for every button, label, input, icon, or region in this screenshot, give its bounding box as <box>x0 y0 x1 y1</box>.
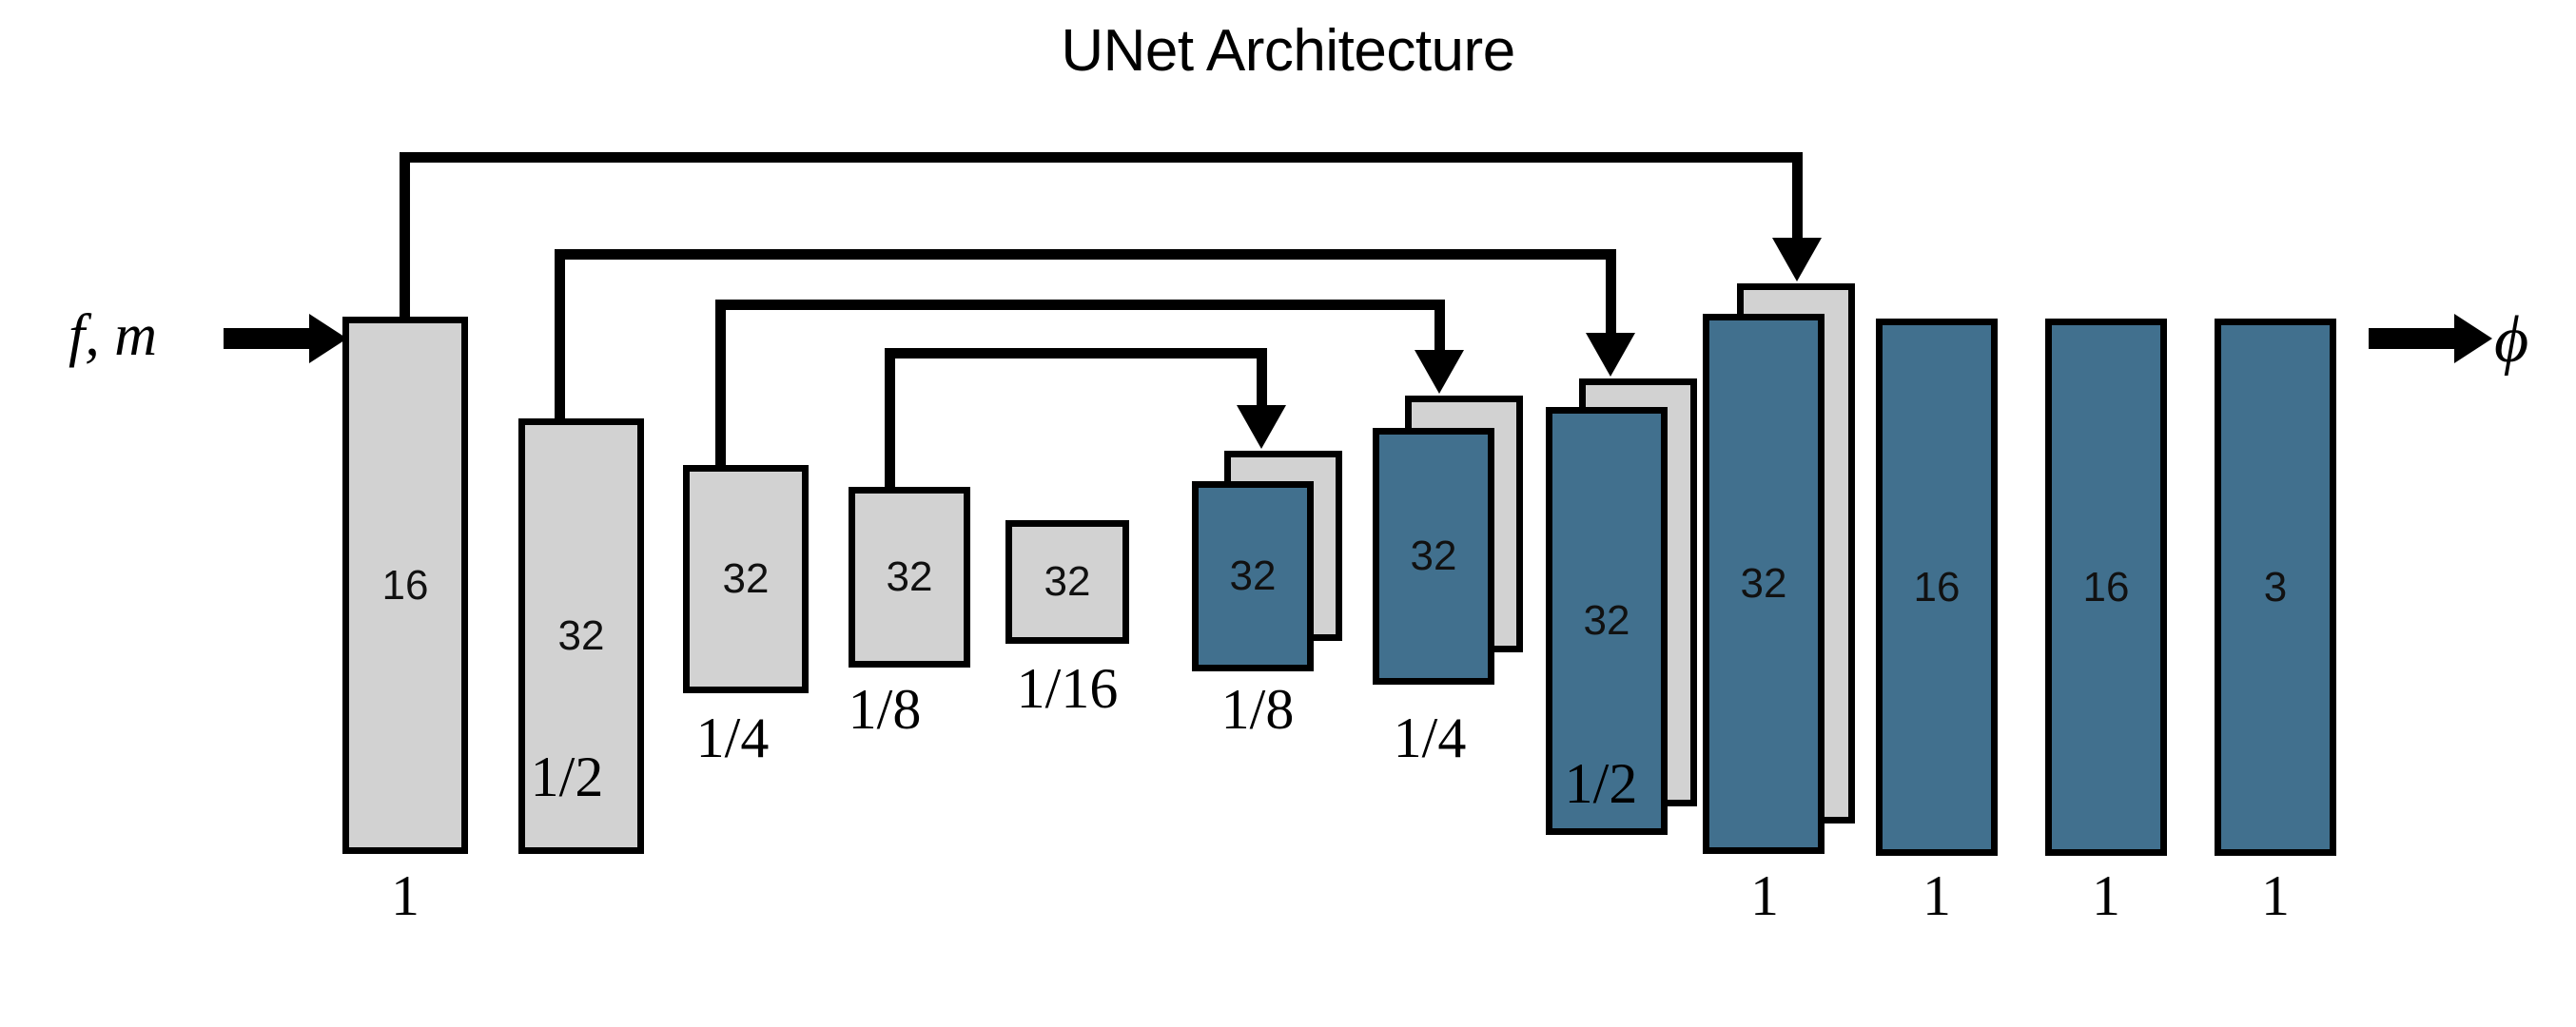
skip-connection-down-4 <box>885 348 895 494</box>
resolution-label-enc-2: 1/2 <box>530 746 604 808</box>
page-title: UNet Architecture <box>1061 18 1515 84</box>
layer-block-enc-4: 32 <box>849 487 970 668</box>
skip-connection-arrow-stem-2 <box>1606 249 1616 337</box>
skip-connection-arrow-stem-4 <box>1257 348 1267 409</box>
layer-block-out-3: 3 <box>2215 319 2336 856</box>
resolution-label-dec-4: 1 <box>1750 864 1779 927</box>
resolution-label-out-3: 1 <box>2261 864 2290 927</box>
layer-block-enc-2: 32 <box>518 418 644 854</box>
skip-connection-horizontal-4 <box>885 348 1257 358</box>
channel-count-label: 3 <box>2263 563 2288 610</box>
skip-connection-horizontal-3 <box>715 300 1434 310</box>
resolution-label-dec-1: 1/8 <box>1220 678 1295 741</box>
channel-count-label: 16 <box>2082 563 2130 610</box>
layer-block-dec-4: 32 <box>1703 314 1825 854</box>
skip-connection-down-3 <box>715 300 726 473</box>
skip-connection-arrow-stem-1 <box>1792 152 1803 242</box>
resolution-label-dec-3: 1/2 <box>1564 752 1638 815</box>
channel-count-label: 32 <box>557 612 605 659</box>
output-label: ϕ <box>2494 303 2529 377</box>
skip-connection-horizontal-1 <box>400 152 1792 163</box>
channel-count-label: 32 <box>1740 560 1787 607</box>
arrow-right-icon <box>309 314 347 363</box>
layer-block-out-1: 16 <box>1876 319 1998 856</box>
channel-count-label: 16 <box>381 561 429 609</box>
layer-block-bottleneck: 32 <box>1005 520 1129 644</box>
resolution-label-enc-1: 1 <box>391 864 420 927</box>
arrow-down-icon <box>1586 333 1635 377</box>
layer-block-dec-1: 32 <box>1192 481 1314 671</box>
channel-count-label: 32 <box>1229 552 1277 599</box>
channel-count-label: 32 <box>1583 597 1630 644</box>
resolution-label-enc-3: 1/4 <box>695 707 770 769</box>
skip-connection-down-2 <box>555 249 565 426</box>
output-arrow-shaft <box>2369 328 2454 349</box>
resolution-label-out-1: 1 <box>1922 864 1951 927</box>
input-label: f, m <box>68 303 157 368</box>
channel-count-label: 32 <box>722 555 770 602</box>
skip-connection-horizontal-2 <box>555 249 1606 260</box>
resolution-label-enc-4: 1/8 <box>848 678 922 741</box>
layer-block-dec-2: 32 <box>1373 428 1494 685</box>
resolution-label-out-2: 1 <box>2092 864 2120 927</box>
input-arrow-shaft <box>224 328 309 349</box>
channel-count-label: 32 <box>1044 558 1091 605</box>
channel-count-label: 16 <box>1913 563 1961 610</box>
layer-block-enc-3: 32 <box>683 465 809 693</box>
layer-block-enc-1: 16 <box>342 317 468 854</box>
skip-connection-down-1 <box>400 152 410 324</box>
resolution-label-bottleneck: 1/16 <box>1016 657 1119 720</box>
layer-block-out-2: 16 <box>2045 319 2167 856</box>
arrow-right-icon <box>2454 314 2492 363</box>
arrow-down-icon <box>1772 238 1822 281</box>
arrow-down-icon <box>1415 350 1464 394</box>
resolution-label-dec-2: 1/4 <box>1393 707 1467 769</box>
channel-count-label: 32 <box>886 553 933 600</box>
channel-count-label: 32 <box>1410 533 1457 579</box>
arrow-down-icon <box>1237 405 1286 449</box>
layer-block-dec-3: 32 <box>1546 407 1668 835</box>
skip-connection-arrow-stem-3 <box>1434 300 1445 354</box>
